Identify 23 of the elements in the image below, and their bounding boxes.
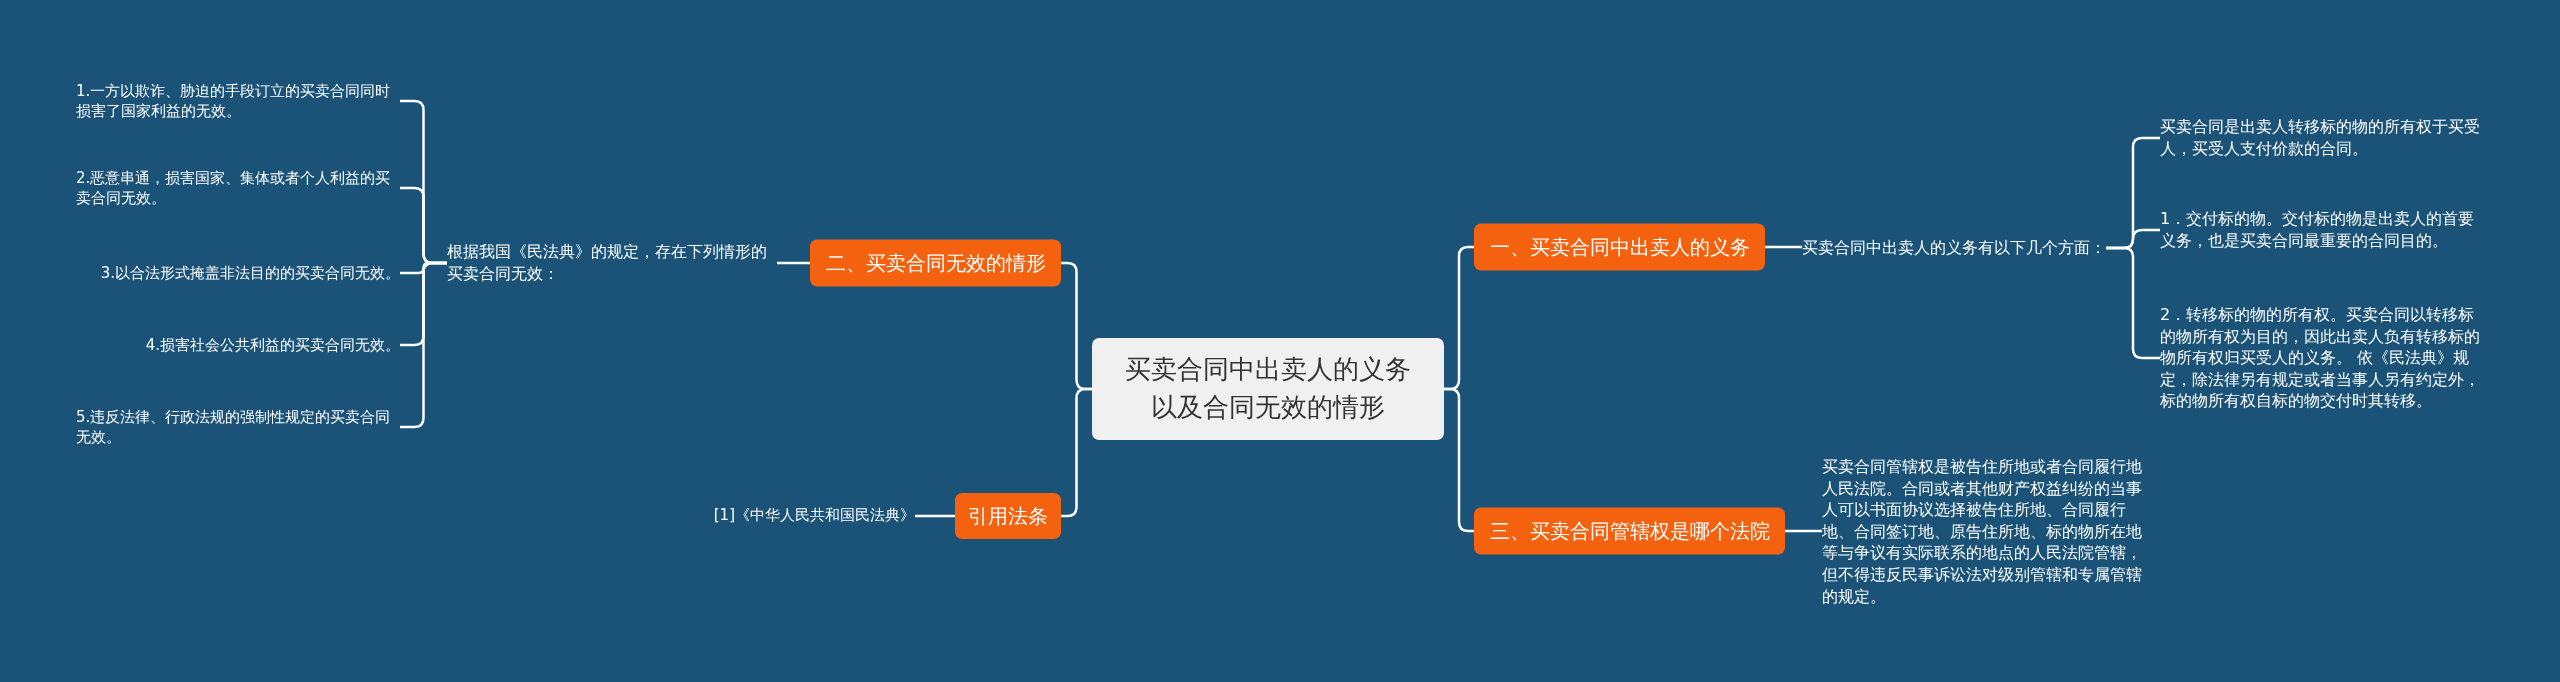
- note-text: 2.恶意串通，损害国家、集体或者个人利益的买卖合同无效。: [76, 167, 400, 209]
- connector-line: [915, 514, 955, 518]
- topic-box: 三、买卖合同管辖权是哪个法院: [1474, 507, 1785, 555]
- connector-line: [1444, 387, 1474, 533]
- note-text: 3.以合法形式掩盖非法目的的买卖合同无效。: [100, 262, 400, 284]
- note-text: 1．交付标的物。交付标的物是出卖人的首要义务，也是买卖合同最重要的合同目的。: [2160, 208, 2490, 252]
- note-text: 根据我国《民法典》的规定，存在下列情形的买卖合同无效：: [447, 241, 777, 285]
- topic-box: 引用法条: [955, 493, 1061, 539]
- connector-line: [1061, 387, 1092, 518]
- note-text: 1.一方以欺诈、胁迫的手段订立的买卖合同同时损害了国家利益的无效。: [76, 80, 400, 122]
- topic-box: 二、买卖合同无效的情形: [810, 239, 1061, 287]
- note-text: 买卖合同中出卖人的义务有以下几个方面：: [1802, 237, 2106, 259]
- central-topic-box: 买卖合同中出卖人的义务以及合同无效的情形: [1092, 338, 1444, 440]
- connector-line: [777, 261, 810, 265]
- connector-line: [1765, 245, 1802, 249]
- connector-line: [1785, 529, 1822, 533]
- note-text: 买卖合同管辖权是被告住所地或者合同履行地人民法院。合同或者其他财产权益纠纷的当事人可以书面协议选择被告住所地、合同履行地、合同签订地、原告住所地、标的物所在地等与争议有实际联系的地点的人民法院管辖，但不得违反民事诉讼法对级别管辖和专属管辖的规定。: [1822, 456, 2152, 608]
- note-text: 4.损害社会公共利益的买卖合同无效。: [145, 334, 400, 356]
- topic-box: 一、买卖合同中出卖人的义务: [1474, 223, 1765, 271]
- note-text: 买卖合同是出卖人转移标的物的所有权于买受人，买受人支付价款的合同。: [2160, 116, 2490, 160]
- note-text: [1]《中华人民共和国民法典》: [713, 504, 915, 526]
- note-text: 5.违反法律、行政法规的强制性规定的买卖合同无效。: [76, 406, 400, 448]
- note-text: 2．转移标的物的所有权。买卖合同以转移标的物所有权为目的，因此出卖人负有转移标的物所有权归买受人的义务。 依《民法典》规定，除法律另有规定或者当事人另有约定外，标的物所有权自标的物交付时其转移。: [2160, 304, 2490, 412]
